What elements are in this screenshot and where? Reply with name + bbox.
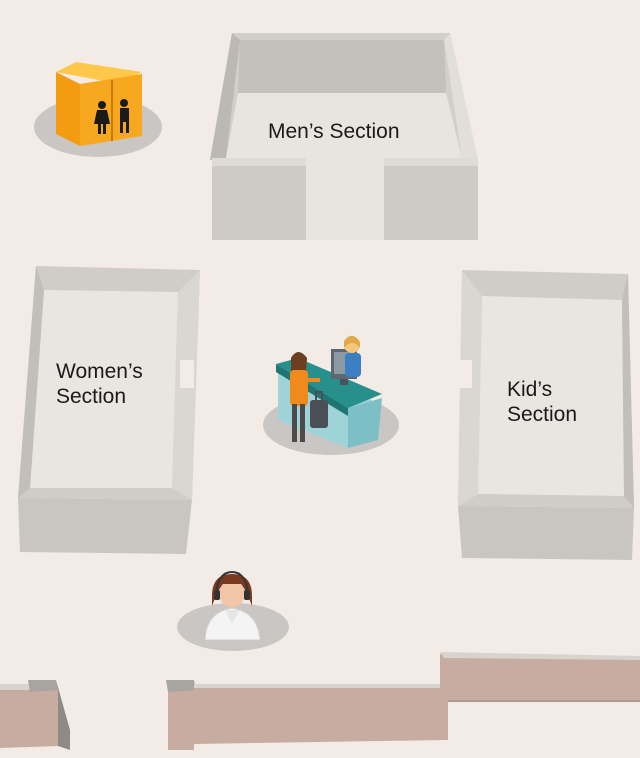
outer-wall-right (166, 652, 640, 750)
womens-section-line1: Women’s (56, 360, 143, 383)
kids-section-area[interactable] (456, 270, 634, 560)
customer-support-agent-icon[interactable] (177, 570, 289, 651)
outer-wall-left (0, 680, 70, 750)
kids-section-line2: Section (507, 403, 578, 426)
womens-section-line2: Section (56, 385, 127, 408)
kids-section-label: Kid’s Section (507, 377, 577, 427)
mens-section-name: Men’s Section (268, 120, 400, 143)
womens-section-area[interactable] (18, 266, 200, 554)
womens-section-label: Women’s Section (56, 359, 143, 409)
kids-section-line1: Kid’s (507, 378, 553, 401)
mens-section-label: Men’s Section (268, 119, 400, 144)
mens-section-area[interactable] (210, 33, 478, 240)
checkout-counter-icon[interactable] (263, 335, 399, 455)
restroom-icon[interactable] (34, 62, 162, 157)
